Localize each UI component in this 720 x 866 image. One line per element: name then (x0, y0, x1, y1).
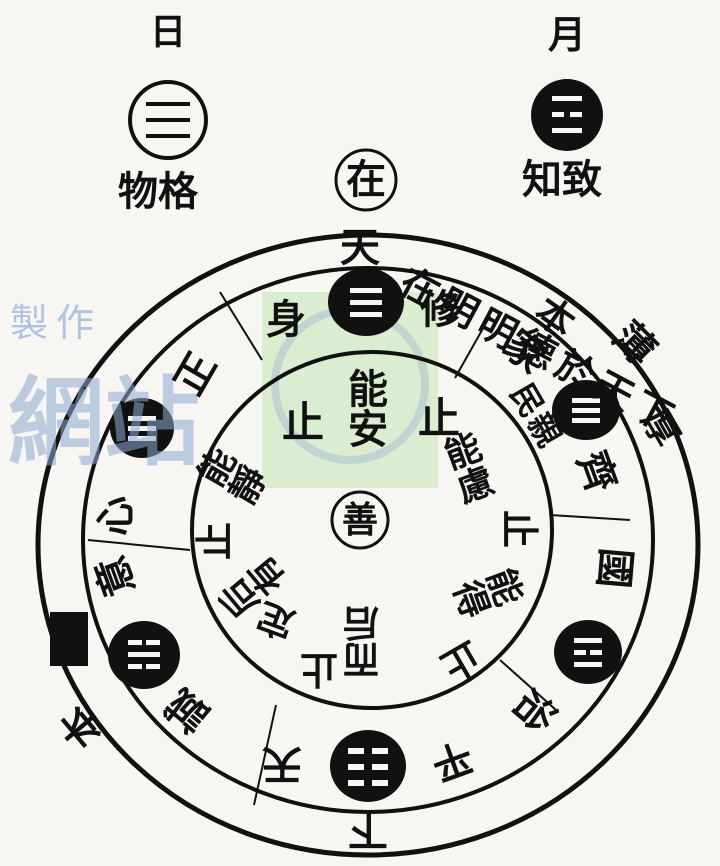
moon-label: 月 (548, 12, 587, 57)
center-label: 善 (342, 499, 379, 541)
divider-line (454, 315, 491, 379)
sun-caption: 物格 (118, 168, 198, 215)
divider-line (253, 704, 277, 806)
trigram-disc (554, 620, 622, 684)
middle-text-xiu: 修 (420, 286, 460, 333)
divider-line (549, 514, 631, 521)
inner-text-zhi: 止 (282, 398, 325, 447)
inner-text-erhou: 而后 (343, 606, 385, 678)
center-circle (330, 490, 390, 550)
moon-circle (531, 79, 603, 151)
divider-line (219, 291, 263, 361)
inner-text-anneng: 能安 (341, 368, 388, 448)
inner-text-zhi: 止 (418, 394, 461, 443)
trigram-disc (552, 380, 620, 440)
middle-text-shen: 身 (266, 296, 306, 343)
divider-line (499, 659, 557, 711)
inner-text-zhi: 止 (192, 521, 238, 561)
watermark-small-text: 製作 (10, 301, 103, 345)
outer-text-tian: 天 (340, 224, 380, 271)
moon-trigram (552, 96, 582, 133)
middle-text-guo: 國 (589, 546, 640, 591)
trigram-disc (328, 268, 404, 336)
ink-blot (50, 612, 88, 666)
trigram-disc (110, 398, 174, 458)
sun-circle (128, 80, 208, 160)
sun-label: 日 (150, 11, 187, 53)
inner-text-zhi: 止 (300, 647, 339, 692)
outer-ring-circle (35, 232, 701, 858)
top-center-circle (334, 148, 398, 212)
inner-text-zhi: 止 (497, 509, 543, 549)
inner-ring-circle (190, 350, 554, 710)
top-center-label: 在 (346, 156, 386, 203)
moon-caption: 知致 (522, 156, 602, 203)
trigram-disc (330, 730, 406, 802)
divider-line (87, 539, 191, 551)
outer-text-xia: 下 (348, 807, 388, 854)
middle-ring-circle (81, 266, 655, 814)
middle-text-tian: 天 (262, 741, 302, 788)
trigram-disc (108, 621, 180, 689)
middle-text-xin: 心 (92, 496, 139, 536)
watermark-big-text: 網站 (8, 367, 200, 479)
